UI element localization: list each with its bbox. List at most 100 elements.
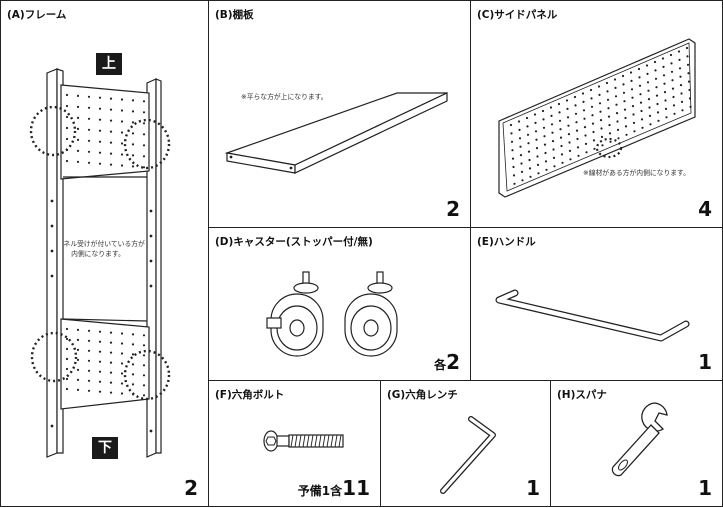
panel-f-qty: 予備1含11 <box>298 476 370 500</box>
perforation-dot <box>655 94 659 97</box>
perforation-dot <box>142 374 146 377</box>
panel-b-title: (B)棚板 <box>215 9 254 21</box>
perforation-dot <box>131 353 135 356</box>
bolt-thread-line <box>326 434 330 448</box>
perforation-dot <box>109 163 113 166</box>
perforation-dot <box>65 347 69 351</box>
panel-f-qty-value: 11 <box>342 476 370 500</box>
handle-illustration <box>495 289 690 342</box>
perforation-dot <box>87 150 91 153</box>
perforation-dot <box>76 368 80 371</box>
perforation-dot <box>543 143 547 146</box>
perforation-dot <box>76 358 80 361</box>
perforation-dot <box>680 92 683 95</box>
perforation-dot <box>592 130 595 134</box>
panel-c-qty: 4 <box>698 197 712 221</box>
perforation-dot <box>131 110 135 113</box>
perforation-dot <box>542 126 546 129</box>
hex-wrench-illustration <box>440 416 496 494</box>
perforation-dot <box>653 60 657 64</box>
panel-b-note: ※平らな方が上になります。 <box>241 93 328 101</box>
perforation-dot <box>623 100 626 103</box>
perforation-dot <box>533 113 537 116</box>
perforation-dot <box>98 162 102 165</box>
perforation-dot <box>98 370 102 373</box>
perforation-dot <box>573 95 577 99</box>
perforation-dot <box>638 84 642 87</box>
perforation-dot <box>98 390 102 393</box>
perforation-dot <box>511 149 514 152</box>
perforation-dot <box>76 127 80 130</box>
perforation-dot <box>98 151 102 154</box>
perforation-dot <box>559 136 563 139</box>
perforation-dot <box>686 55 689 58</box>
perforation-dot <box>577 154 580 157</box>
bolt-thread-line <box>330 434 334 448</box>
panel-c-title: (C)サイドパネル <box>477 9 558 21</box>
perforation-dot <box>639 93 642 96</box>
perforation-dot <box>109 331 113 334</box>
perforation-dot <box>109 97 113 100</box>
panel-d-qty-prefix: 各 <box>434 358 447 372</box>
panel-e-handle: (E)ハンドル 1 <box>470 227 723 381</box>
perforation-dot <box>65 115 69 119</box>
perforation-dot <box>638 76 641 79</box>
perforation-dot <box>131 132 135 135</box>
perforation-dot <box>687 72 690 75</box>
perforation-dot <box>583 117 586 120</box>
perforation-dot <box>131 154 135 157</box>
perforation-dot <box>574 104 577 107</box>
perforation-dot <box>518 137 522 140</box>
perforation-dot <box>76 105 80 108</box>
panel-d-casters: (D)キャスター(ストッパー付/無) 各2 <box>208 227 471 381</box>
perforation-dot <box>76 149 80 152</box>
perforation-dot <box>685 46 689 50</box>
perforation-dot <box>559 128 562 131</box>
perforation-dot <box>558 111 561 114</box>
perforation-dot <box>65 327 69 331</box>
perforation-dot <box>534 130 538 133</box>
perforation-dot <box>120 153 124 156</box>
perforation-dot <box>606 90 609 93</box>
perforation-dot <box>98 330 102 333</box>
frame-holes <box>50 199 153 433</box>
perforation-dot <box>518 128 521 131</box>
perforation-dot <box>98 96 102 99</box>
perforation-dot <box>76 378 80 381</box>
perforation-dot <box>677 50 681 53</box>
perforation-dot <box>649 123 652 126</box>
badge-top: 上 <box>96 53 122 75</box>
perforation-dot <box>631 105 635 108</box>
perforation-dot <box>120 109 124 112</box>
perforation-dot <box>670 70 674 73</box>
perforation-dot <box>624 125 628 128</box>
perforation-dot <box>582 100 585 103</box>
panel-b-qty: 2 <box>446 197 460 221</box>
perforation-dot <box>131 343 135 346</box>
panel-d-title: (D)キャスター(ストッパー付/無) <box>215 236 373 248</box>
perforation-dot <box>510 140 514 143</box>
perforation-dot <box>98 380 102 383</box>
perforation-dot <box>142 354 146 357</box>
perforation-dot <box>565 99 569 102</box>
perforation-dot <box>76 338 80 341</box>
panel-d-qty: 各2 <box>434 350 460 374</box>
perforation-dot <box>673 112 676 115</box>
perforation-dot <box>142 166 146 169</box>
perforation-dot <box>689 105 692 108</box>
perforation-dot <box>567 124 570 127</box>
perforation-dot <box>553 165 556 168</box>
perforation-dot <box>512 174 516 177</box>
perforation-dot <box>142 334 146 337</box>
perforation-dot <box>560 144 563 148</box>
perforation-dot <box>541 109 545 113</box>
perforation-dot <box>109 152 113 155</box>
perforation-dot <box>142 394 146 397</box>
perforation-dot <box>647 98 651 101</box>
perforation-dot <box>630 79 633 82</box>
perforation-dot <box>142 122 146 125</box>
perforation-dot <box>560 153 564 156</box>
hex-bolt-illustration <box>263 430 344 452</box>
perforation-dot <box>131 165 135 168</box>
perforation-dot <box>616 120 619 123</box>
